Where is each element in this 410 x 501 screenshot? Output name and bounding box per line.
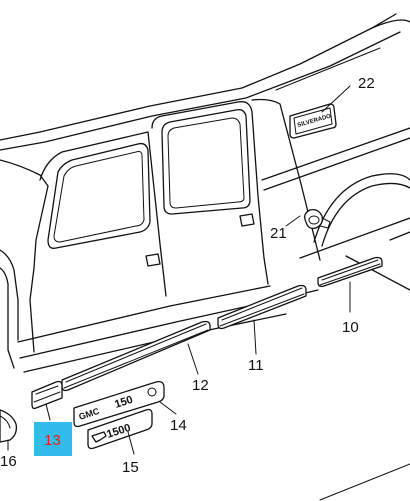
chevy-1500-badge: 1500	[87, 408, 153, 450]
leader-lines	[7, 85, 351, 455]
callout-10: 10	[342, 319, 359, 336]
callout-22: 22	[358, 75, 375, 92]
callout-14: 14	[170, 417, 187, 434]
callout-12: 12	[192, 377, 209, 394]
callout-11: 11	[248, 357, 264, 374]
callout-15: 15	[122, 459, 139, 476]
molding-part-11	[217, 284, 307, 330]
callout-13: 13	[44, 432, 61, 449]
fastener-part	[304, 208, 331, 230]
callout-13-highlight	[34, 422, 72, 456]
callout-21: 21	[270, 225, 287, 242]
fender-trim-part-16	[0, 409, 18, 443]
callout-labels: 22 21 10 11 12 14 15 16 13	[0, 75, 375, 476]
silverado-badge: SILVERADO	[289, 103, 337, 139]
vehicle-body	[0, 13, 410, 501]
callout-16: 16	[0, 453, 17, 470]
molding-part-10	[317, 256, 383, 288]
gmc-1500-badge: GMC 150	[73, 380, 165, 428]
gmc-badge-number: 150	[113, 394, 134, 411]
molding-part-13	[31, 380, 63, 410]
